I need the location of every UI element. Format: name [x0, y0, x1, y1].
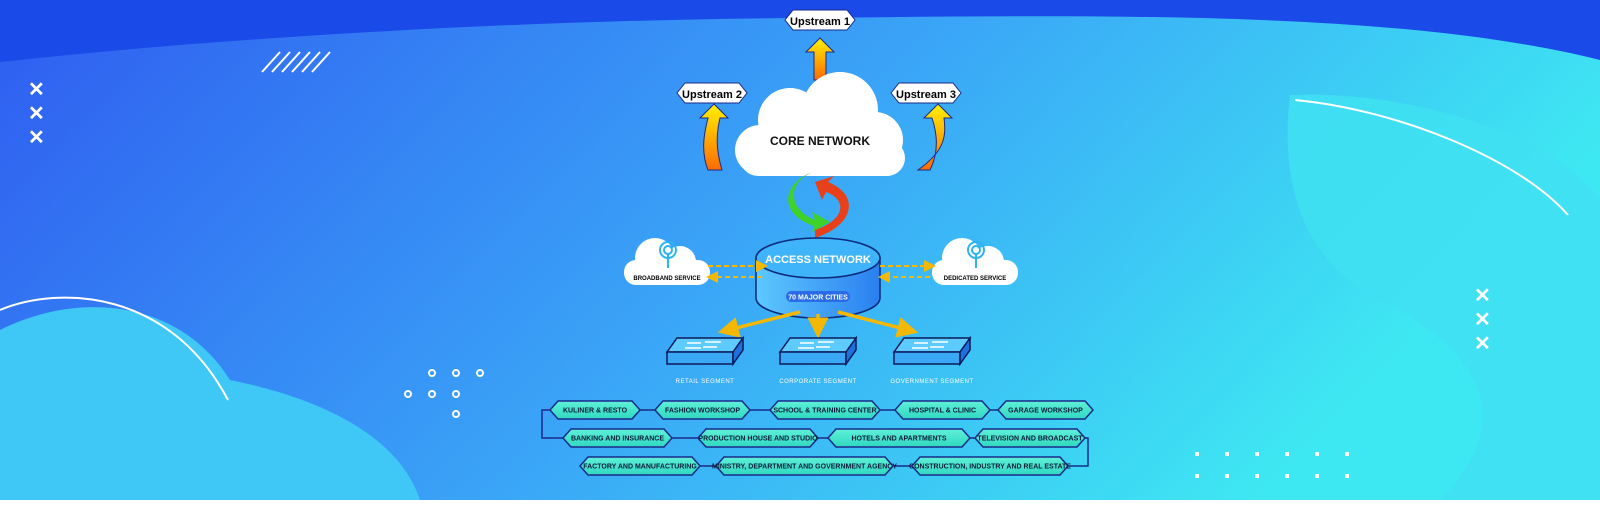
svg-text:FASHION WORKSHOP: FASHION WORKSHOP — [665, 408, 740, 415]
antenna-icon — [659, 241, 677, 268]
svg-text:HOSPITAL & CLINIC: HOSPITAL & CLINIC — [909, 408, 976, 415]
industry-tag: KULINER & RESTO — [548, 400, 642, 420]
industry-tag: HOSPITAL & CLINIC — [893, 400, 992, 420]
svg-text:HOTELS AND APARTMENTS: HOTELS AND APARTMENTS — [851, 436, 946, 443]
cities-badge: 70 MAJOR CITIES — [788, 295, 848, 302]
svg-text:CONSTRUCTION, INDUSTRY AND REA: CONSTRUCTION, INDUSTRY AND REAL ESTATE — [909, 464, 1071, 471]
svg-text:CORE NETWORK: CORE NETWORK — [770, 134, 870, 148]
svg-text:PRODUCTION HOUSE AND STUDIO: PRODUCTION HOUSE AND STUDIO — [698, 436, 818, 443]
svg-text:TELEVISION AND BROADCAST: TELEVISION AND BROADCAST — [977, 436, 1083, 443]
svg-text:✕: ✕ — [28, 103, 45, 125]
svg-text:BANKING AND INSURANCE: BANKING AND INSURANCE — [571, 436, 664, 443]
upstream-arrows — [698, 37, 954, 171]
square-dots — [1195, 452, 1349, 478]
industry-tag: BANKING AND INSURANCE — [561, 428, 674, 448]
industry-tag: TELEVISION AND BROADCAST — [973, 428, 1087, 448]
upstream-labels: Upstream 1 Upstream 2 Upstream 3 — [676, 9, 962, 104]
industry-tag: CONSTRUCTION, INDUSTRY AND REAL ESTATE — [909, 456, 1071, 476]
right-blob — [1287, 94, 1600, 501]
svg-text:Upstream 3: Upstream 3 — [896, 89, 956, 101]
svg-text:✕: ✕ — [1474, 333, 1491, 355]
arrow-up-icon — [916, 103, 954, 171]
svg-text:Upstream 1: Upstream 1 — [790, 16, 850, 28]
svg-text:ACCESS NETWORK: ACCESS NETWORK — [765, 254, 871, 266]
segment-label: RETAIL SEGMENT — [676, 379, 735, 385]
upstream-3-label: Upstream 3 — [890, 82, 962, 104]
upstream-1-label: Upstream 1 — [784, 9, 856, 31]
segment-arrows — [717, 310, 919, 339]
svg-text:MINISTRY, DEPARTMENT AND GOVER: MINISTRY, DEPARTMENT AND GOVERNMENT AGEN… — [712, 464, 897, 471]
dot-circles — [404, 369, 484, 418]
core-network-cloud: CORE NETWORK — [735, 72, 905, 176]
x-marks: ✕✕✕ ✕✕✕ — [28, 79, 1491, 355]
arrow-up-icon — [698, 103, 730, 171]
upstream-2-label: Upstream 2 — [676, 82, 748, 104]
svg-text:✕: ✕ — [28, 127, 45, 149]
industry-tag: PRODUCTION HOUSE AND STUDIO — [696, 428, 820, 448]
switch-icon — [892, 335, 972, 367]
antenna-icon — [967, 241, 985, 268]
industry-tag: GARAGE WORKSHOP — [996, 400, 1095, 420]
svg-text:GARAGE WORKSHOP: GARAGE WORKSHOP — [1008, 408, 1083, 415]
industry-tag: HOTELS AND APARTMENTS — [826, 428, 972, 448]
svg-text:✕: ✕ — [1474, 309, 1491, 331]
dedicated-service-cloud: DEDICATED SERVICE — [932, 238, 1018, 285]
sync-arrows-icon — [788, 172, 849, 238]
svg-text:Upstream 2: Upstream 2 — [682, 89, 742, 101]
switch-icon — [778, 335, 858, 367]
svg-text:BROADBAND SERVICE: BROADBAND SERVICE — [633, 276, 700, 282]
svg-text:SCHOOL & TRAINING CENTER: SCHOOL & TRAINING CENTER — [773, 408, 876, 415]
industry-tag: MINISTRY, DEPARTMENT AND GOVERNMENT AGEN… — [712, 456, 897, 476]
svg-text:DEDICATED SERVICE: DEDICATED SERVICE — [944, 276, 1006, 282]
svg-text:✕: ✕ — [28, 79, 45, 101]
left-blob — [0, 307, 420, 500]
switch-icon — [665, 335, 745, 367]
svg-text:✕: ✕ — [1474, 285, 1491, 307]
broadband-service-cloud: BROADBAND SERVICE — [624, 238, 710, 285]
dashed-arrows — [706, 260, 936, 283]
hatch-decoration — [0, 51, 1569, 401]
svg-text:FACTORY AND MANUFACTURING: FACTORY AND MANUFACTURING — [583, 464, 697, 471]
industry-tag: FACTORY AND MANUFACTURING — [578, 456, 702, 476]
top-wave — [0, 0, 1600, 62]
industry-tag: SCHOOL & TRAINING CENTER — [768, 400, 882, 420]
industry-tag: FASHION WORKSHOP — [653, 400, 752, 420]
svg-text:KULINER & RESTO: KULINER & RESTO — [563, 408, 628, 415]
segment-label: GOVERNMENT SEGMENT — [890, 379, 973, 385]
cloud-icon — [735, 72, 905, 176]
segment-label: CORPORATE SEGMENT — [779, 379, 856, 385]
access-network-cylinder: ACCESS NETWORK 70 MAJOR CITIES — [755, 237, 881, 319]
